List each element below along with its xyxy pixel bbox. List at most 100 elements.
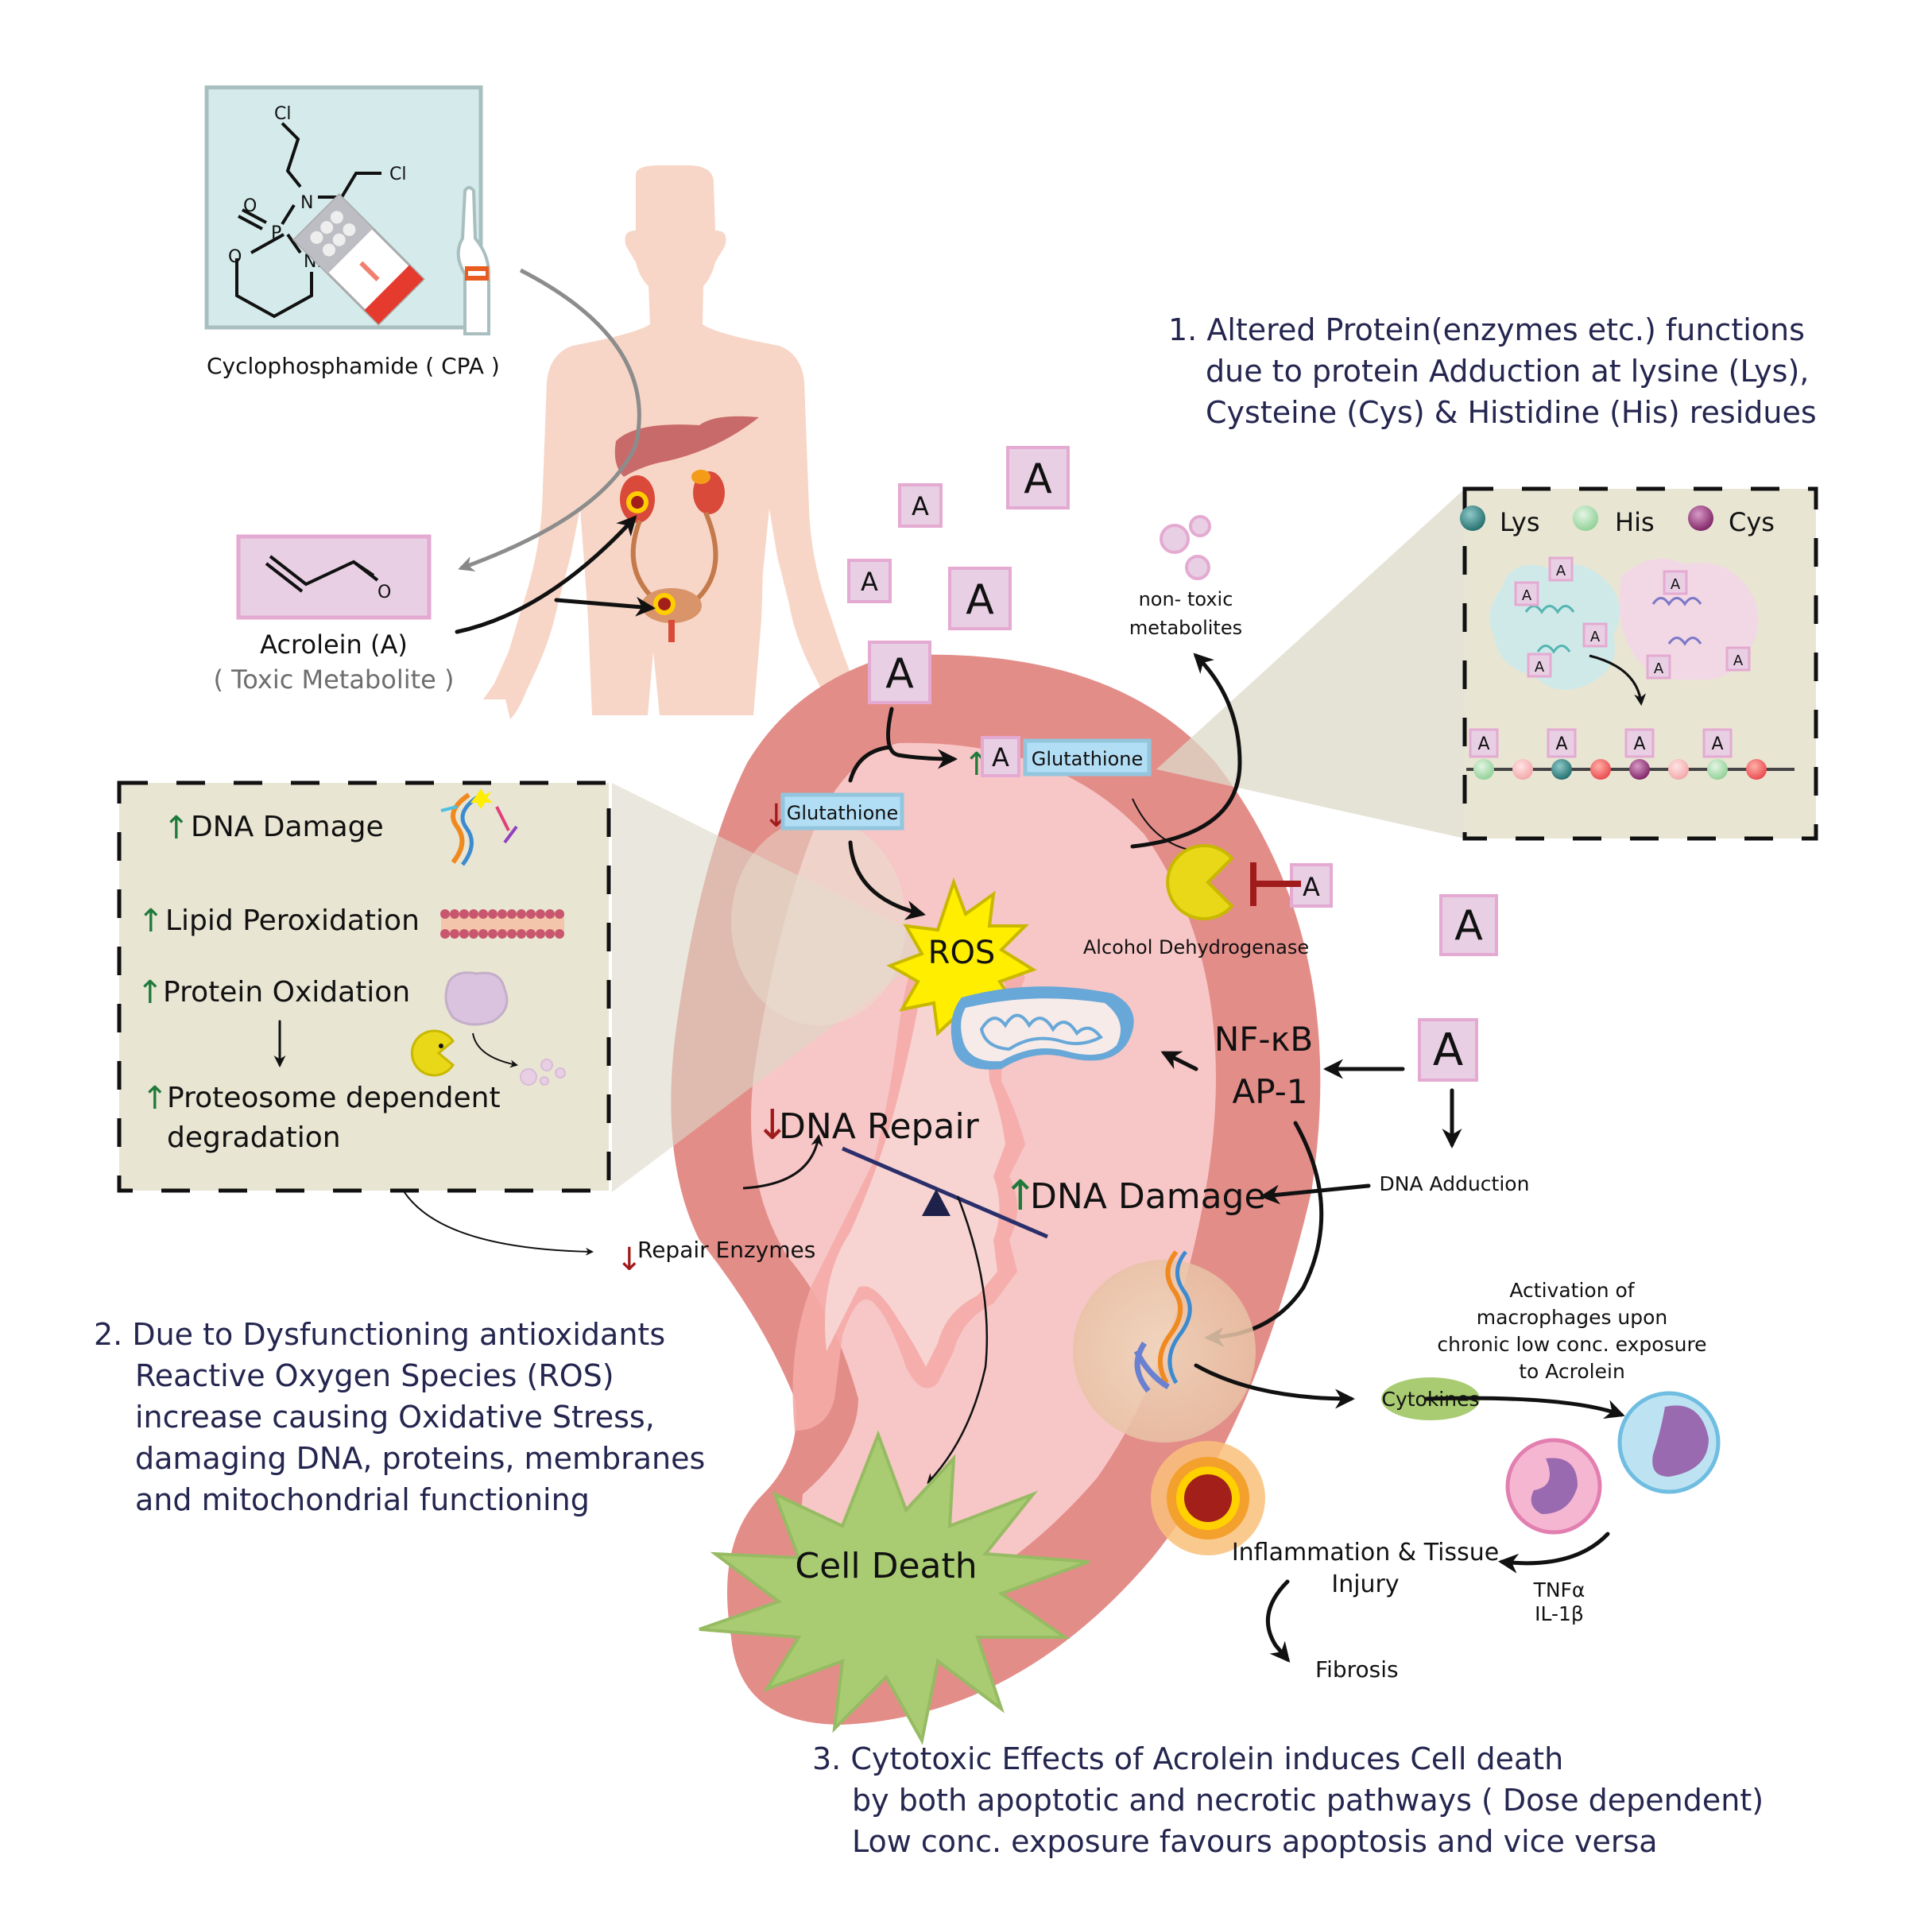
svg-text:A: A <box>1454 902 1483 950</box>
ros-label: ROS <box>928 935 996 971</box>
oxidized-protein-icon <box>444 971 509 1026</box>
lipid-head <box>498 929 507 939</box>
protein-up-icon: ↑ <box>137 974 164 1011</box>
activation-line-3: chronic low conc. exposure <box>1437 1333 1706 1356</box>
lipid-membrane-icon <box>440 909 564 939</box>
folded-protein-pink-icon <box>1619 558 1759 680</box>
inflammation-line1: Inflammation & Tissue <box>1232 1539 1499 1567</box>
protein-adduct: A <box>1646 654 1671 680</box>
point3-line2: by both apoptotic and necrotic pathways … <box>852 1783 1764 1818</box>
adduct-box: A <box>898 483 943 528</box>
inset-lipid-peroxidation: Lipid Peroxidation <box>165 904 420 937</box>
his-legend-icon <box>1573 505 1598 531</box>
lipid-head <box>555 929 564 939</box>
svg-text:A: A <box>885 650 914 698</box>
macrophage-to-inflammation-arrow <box>1498 1532 1610 1574</box>
inflammation-line2: Injury <box>1331 1570 1399 1598</box>
lipid-head <box>526 909 536 919</box>
fibrosis-label: Fibrosis <box>1315 1656 1399 1683</box>
acrolein-subtitle: ( Toxic Metabolite ) <box>214 664 455 695</box>
svg-text:A: A <box>1711 734 1723 754</box>
immune-response: Activation of macrophages upon chronic l… <box>1232 1279 1721 1683</box>
protein-adduct: A <box>1582 622 1608 648</box>
ros-region-highlight <box>731 819 906 1025</box>
protein-adduct: A <box>1548 556 1574 582</box>
pill-pack-icon <box>292 193 425 326</box>
cyclophosphamide-panel: Cl Cl N O P O NH Cyclophosphamide ( CPA … <box>204 85 500 379</box>
protein-adduct: A <box>1514 581 1539 606</box>
legend-lys: Lys <box>1500 507 1540 537</box>
oxidative-stress-inset: ↑ DNA Damage ↑ Lipid Peroxidation ↑ Prot… <box>117 780 611 1193</box>
protein-adduct: A <box>1725 646 1751 672</box>
svg-text:A: A <box>1303 872 1320 902</box>
lipid-head <box>450 929 459 939</box>
human-body-illustration <box>483 165 866 719</box>
svg-text:A: A <box>992 742 1009 773</box>
dna-repair-label: DNA Repair <box>779 1106 980 1147</box>
residue-adduct: A <box>1624 728 1655 758</box>
lipid-up-icon: ↑ <box>137 903 165 939</box>
nucleus-to-cytokines-arrow <box>1194 1363 1355 1409</box>
svg-text:A: A <box>1590 629 1601 645</box>
adduct-box: A <box>847 559 892 603</box>
svg-text:Glutathione: Glutathione <box>787 802 899 824</box>
conjugate-adduct-box: A <box>981 736 1020 777</box>
residue-other-red <box>1746 759 1767 780</box>
cpa-structure <box>235 122 381 319</box>
acrolein-to-conjugate-arrow <box>886 707 958 769</box>
repair-enzymes-down-arrow-icon: ↓ <box>616 1241 643 1278</box>
lipid-head <box>498 909 507 919</box>
point1-line2: due to protein Adduction at lysine (Lys)… <box>1206 354 1809 389</box>
adduct-box: A <box>1006 446 1070 509</box>
inset-proteosome-line2: degradation <box>167 1121 341 1154</box>
point1-line3: Cysteine (Cys) & Histidine (His) residue… <box>1206 395 1817 430</box>
nucleus-with-dna-icon <box>1073 1250 1256 1443</box>
repair-enzymes-label: Repair Enzymes <box>637 1237 815 1263</box>
point2-line1: 2. Due to Dysfunctioning antioxidants <box>94 1317 665 1352</box>
point-2-text: 2. Due to Dysfunctioning antioxidants Re… <box>94 1317 705 1517</box>
atom-o-ring: O <box>228 247 242 267</box>
inset-proteosome-line1: Proteosome dependent <box>167 1082 501 1114</box>
protein-adduct: A <box>1527 653 1552 678</box>
mediator-il1: IL-1β <box>1535 1602 1584 1625</box>
atom-o-double: O <box>243 196 257 216</box>
residue-other-red <box>1590 759 1611 780</box>
svg-text:A: A <box>1433 1024 1463 1076</box>
point-1-text: 1. Altered Protein(enzymes etc.) functio… <box>1168 312 1817 430</box>
svg-text:A: A <box>1671 576 1681 593</box>
point2-line2: Reactive Oxygen Species (ROS) <box>135 1358 614 1393</box>
point2-line5: and mitochondrial functioning <box>135 1482 590 1517</box>
cell-death-burst: Cell Death <box>699 1430 1090 1745</box>
point3-line3: Low conc. exposure favours apoptosis and… <box>852 1824 1658 1859</box>
svg-text:Glutathione: Glutathione <box>1032 748 1144 770</box>
cytokines-to-macrophage-arrow <box>1424 1396 1625 1419</box>
atom-p: P <box>271 223 281 243</box>
dna-repair-down-arrow-icon: ↓ <box>755 1102 790 1149</box>
inset-dna-damage: DNA Damage <box>191 811 384 843</box>
svg-text:A: A <box>1556 563 1566 579</box>
residue-adduct: A <box>1547 728 1577 758</box>
protein-inset-zoom-cone <box>1156 489 1465 839</box>
activation-line-1: Activation of <box>1509 1279 1635 1302</box>
nfkb-to-mito-arrow <box>1160 1051 1198 1071</box>
lipid-head <box>517 929 526 939</box>
inset-protein-oxidation: Protein Oxidation <box>163 976 410 1009</box>
lipid-head <box>469 929 478 939</box>
glutathione-join-line <box>848 745 892 783</box>
dna-damage-up-icon: ↑ <box>163 810 190 846</box>
glutathione-to-ros-arrow <box>848 840 926 920</box>
acrolein-to-bladder-arrow <box>554 596 656 617</box>
lipid-head <box>517 909 526 919</box>
svg-text:A: A <box>1654 660 1664 677</box>
residue-lys <box>1551 759 1572 780</box>
residue-adduct: A <box>1469 728 1499 758</box>
dna-damage-label: DNA Damage <box>1030 1176 1266 1217</box>
glutathione-conjugate-box: Glutathione <box>1023 738 1152 777</box>
proteasome-icon <box>410 1029 455 1077</box>
lipid-head <box>536 929 545 939</box>
lipid-head <box>450 909 459 919</box>
point2-line3: increase causing Oxidative Stress, <box>135 1400 655 1435</box>
adduct-box: A <box>1439 894 1498 956</box>
